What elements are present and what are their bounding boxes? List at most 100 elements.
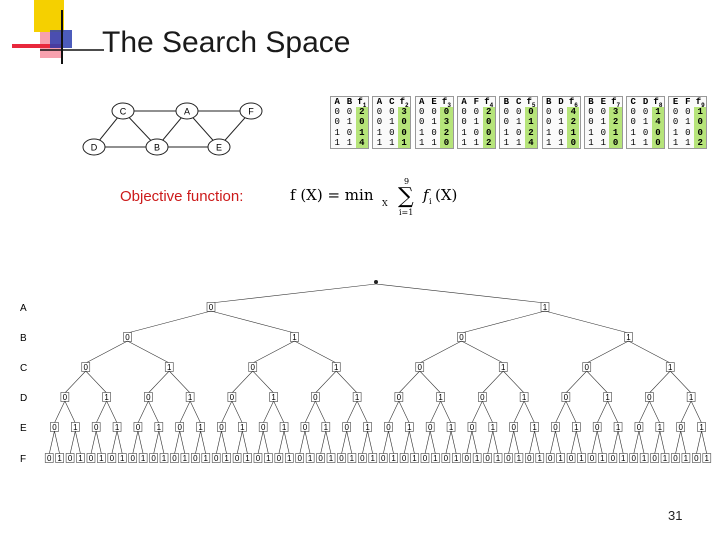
assignment-cell: 0 bbox=[558, 107, 564, 118]
tree-node-value: 1 bbox=[543, 303, 548, 312]
tree-node-value: 0 bbox=[110, 454, 115, 463]
tree-node-value: 0 bbox=[219, 423, 224, 432]
assignment-cell: 1 bbox=[461, 127, 467, 138]
tree-node-F-0: 0 bbox=[587, 453, 597, 463]
tree-edge bbox=[450, 430, 457, 455]
tree-edge bbox=[85, 370, 107, 394]
tree-node-D-1: 1 bbox=[436, 392, 445, 402]
tree-edge bbox=[696, 430, 702, 455]
tree-node-F-0: 0 bbox=[692, 453, 701, 463]
function-index: 4 bbox=[489, 101, 494, 109]
tree-node-F-1: 1 bbox=[514, 453, 524, 463]
tree-node-value: 0 bbox=[84, 363, 89, 372]
cost-table-function-name: f1 bbox=[356, 97, 368, 109]
assignment-cell: 0 bbox=[672, 107, 679, 118]
tree-node-C-0: 0 bbox=[248, 362, 258, 372]
tree-node-F-0: 0 bbox=[337, 453, 346, 463]
tree-edge bbox=[158, 430, 165, 455]
tree-edge bbox=[90, 430, 97, 455]
tree-edge bbox=[382, 430, 389, 455]
tree-edge bbox=[670, 370, 692, 394]
tree-edge bbox=[701, 430, 708, 455]
tree-node-value: 0 bbox=[256, 454, 261, 463]
tree-node-F-1: 1 bbox=[201, 453, 211, 463]
assignment-cell: 1 bbox=[545, 127, 552, 138]
tree-node-value: 0 bbox=[564, 393, 569, 402]
tree-node-F-0: 0 bbox=[483, 453, 492, 463]
tree-node-F-1: 1 bbox=[180, 453, 190, 463]
tree-node-value: 1 bbox=[240, 423, 245, 432]
tree-node-A-1: 1 bbox=[540, 302, 550, 312]
tree-node-D-0: 0 bbox=[561, 392, 571, 402]
tree-node-F-1: 1 bbox=[535, 453, 545, 463]
tree-node-E-1: 1 bbox=[530, 422, 539, 432]
tree-node-value: 1 bbox=[517, 454, 522, 463]
tree-node-value: 0 bbox=[678, 423, 683, 432]
tree-edge bbox=[54, 430, 60, 455]
tree-edge bbox=[236, 430, 243, 455]
tree-edge bbox=[544, 310, 629, 334]
tree-edge bbox=[75, 430, 81, 455]
tree-node-F-1: 1 bbox=[493, 453, 503, 463]
formula-term-arg: (X) bbox=[435, 186, 457, 204]
tree-node-value: 0 bbox=[297, 454, 302, 463]
tree-edge bbox=[48, 430, 55, 455]
cost-value-cell: 2 bbox=[567, 117, 580, 128]
tree-node-C-1: 1 bbox=[498, 362, 508, 372]
assignment-cell: 1 bbox=[503, 127, 510, 138]
cost-table-function-name: f8 bbox=[652, 97, 664, 109]
tree-node-value: 0 bbox=[339, 454, 344, 463]
tree-node-value: 0 bbox=[423, 454, 428, 463]
tree-node-value: 1 bbox=[705, 454, 710, 463]
tree-node-E-1: 1 bbox=[321, 422, 331, 432]
tree-node-D-1: 1 bbox=[185, 392, 195, 402]
assignment-cell: 0 bbox=[630, 107, 636, 118]
tree-node-value: 0 bbox=[590, 454, 595, 463]
tree-node-D-0: 0 bbox=[227, 392, 237, 402]
tree-edge bbox=[612, 430, 619, 455]
tree-node-C-1: 1 bbox=[164, 362, 174, 372]
tree-node-value: 1 bbox=[605, 393, 610, 402]
tree-node-F-1: 1 bbox=[222, 453, 231, 463]
tree-node-value: 1 bbox=[522, 393, 527, 402]
assignment-cell: 1 bbox=[600, 137, 606, 148]
tree-edge bbox=[596, 400, 608, 424]
tree-node-value: 0 bbox=[214, 454, 219, 463]
tree-level-label-D: D bbox=[20, 393, 27, 404]
tree-edge bbox=[367, 430, 374, 455]
tree-node-F-1: 1 bbox=[159, 453, 169, 463]
tree-node-F-0: 0 bbox=[274, 453, 284, 463]
assignment-cell: 0 bbox=[545, 117, 552, 128]
cost-value-cell: 2 bbox=[355, 107, 368, 118]
cost-table-var-header: E bbox=[431, 97, 437, 107]
tree-node-F-0: 0 bbox=[170, 453, 179, 463]
tree-edge bbox=[654, 430, 661, 455]
tree-node-value: 1 bbox=[663, 454, 668, 463]
assignment-cell: 1 bbox=[473, 137, 480, 148]
tree-edge bbox=[471, 430, 478, 455]
tree-node-value: 1 bbox=[433, 454, 438, 463]
tree-edge bbox=[503, 370, 525, 394]
tree-edge bbox=[649, 400, 661, 424]
tree-edge bbox=[153, 430, 160, 455]
tree-edge bbox=[576, 430, 582, 455]
assignment-cell: 0 bbox=[431, 107, 437, 118]
tree-node-F-0: 0 bbox=[608, 453, 618, 463]
tree-node-value: 0 bbox=[360, 454, 365, 463]
function-index: 8 bbox=[658, 101, 663, 109]
assignment-cell: 1 bbox=[346, 137, 353, 148]
tree-edge bbox=[315, 370, 337, 394]
page-title: The Search Space bbox=[102, 26, 351, 59]
tree-edge bbox=[137, 430, 144, 455]
tree-edge bbox=[210, 310, 295, 334]
tree-node-value: 1 bbox=[600, 454, 605, 463]
tree-node-value: 1 bbox=[204, 454, 209, 463]
